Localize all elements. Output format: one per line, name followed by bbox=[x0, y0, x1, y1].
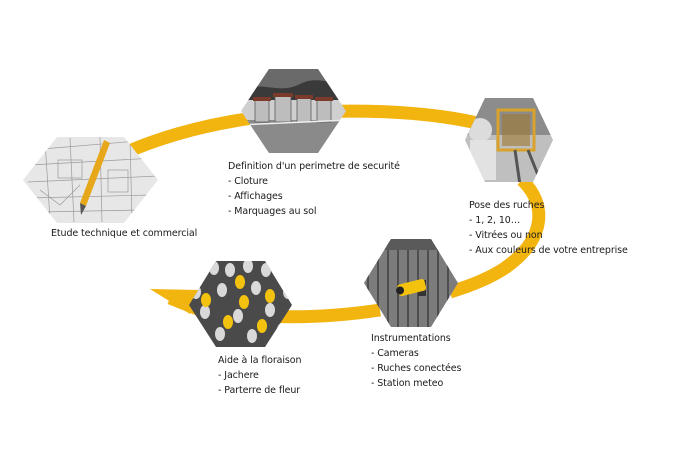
step-item: - Vitrées ou non bbox=[469, 228, 628, 243]
step-ruches: Pose des ruches - 1, 2, 10… - Vitrées ou… bbox=[469, 198, 628, 258]
step-item: - Aux couleurs de votre entreprise bbox=[469, 243, 628, 258]
step-title: Instrumentations bbox=[371, 331, 461, 346]
step-item: - 1, 2, 10… bbox=[469, 213, 628, 228]
hexagon-perimetre bbox=[238, 66, 350, 156]
step-title: Definition d'un perimetre de securité bbox=[228, 159, 400, 174]
step-item: - Affichages bbox=[228, 189, 400, 204]
hexagon-floraison bbox=[186, 258, 296, 350]
step-item: - Marquages au sol bbox=[228, 204, 400, 219]
step-item: - Parterre de fleur bbox=[218, 383, 301, 398]
step-item: - Ruches conectées bbox=[371, 361, 461, 376]
step-title: Pose des ruches bbox=[469, 198, 628, 213]
step-item: - Cloture bbox=[228, 174, 400, 189]
step-title: Aide à la floraison bbox=[218, 353, 301, 368]
hexagon-ruches bbox=[462, 95, 557, 185]
step-etude: Etude technique et commercial bbox=[51, 226, 197, 241]
step-instrumentations: Instrumentations - Cameras - Ruches cone… bbox=[371, 331, 461, 391]
step-item: - Cameras bbox=[371, 346, 461, 361]
step-floraison: Aide à la floraison - Jachere - Parterre… bbox=[218, 353, 301, 398]
step-item: - Station meteo bbox=[371, 376, 461, 391]
step-title: Etude technique et commercial bbox=[51, 226, 197, 241]
step-perimetre: Definition d'un perimetre de securité - … bbox=[228, 159, 400, 219]
step-item: - Jachere bbox=[218, 368, 301, 383]
